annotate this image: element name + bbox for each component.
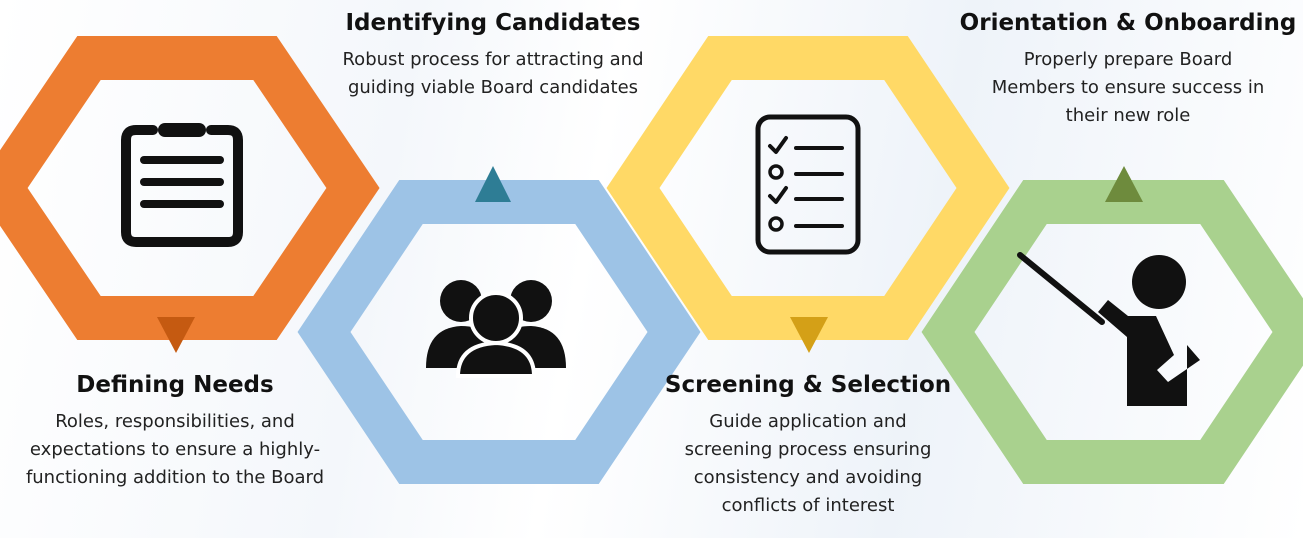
stage-description: Roles, responsibilities, and expectation…	[25, 411, 325, 488]
people-group-icon	[426, 280, 566, 378]
arrow-down-defining-needs	[157, 317, 195, 353]
stage-title: Defining Needs	[76, 372, 274, 398]
stage-description: Robust process for attracting and guidin…	[342, 49, 644, 98]
hexagon-identifying-candidates	[297, 180, 701, 484]
hexagon-screening-selection	[606, 36, 1010, 340]
stage-identifying-candidates: Identifying Candidates Robust process fo…	[318, 8, 668, 102]
stage-description: Guide application and screening process …	[684, 411, 932, 516]
stage-defining-needs: Defining Needs Roles, responsibilities, …	[10, 370, 340, 492]
clipboard-icon	[121, 123, 243, 247]
stage-orientation-onboarding: Orientation & Onboarding Properly prepar…	[958, 8, 1298, 130]
arrow-up-identifying-candidates	[475, 166, 511, 202]
stage-screening-selection: Screening & Selection Guide application …	[638, 370, 978, 520]
hexagon-defining-needs	[0, 36, 380, 340]
hexagon-orientation-onboarding	[921, 180, 1303, 484]
stage-title: Identifying Candidates	[345, 10, 641, 36]
stage-description: Properly prepare Board Members to ensure…	[991, 49, 1265, 126]
stage-title: Orientation & Onboarding	[959, 10, 1297, 36]
presenter-icon	[1017, 252, 1200, 406]
stage-title: Screening & Selection	[664, 372, 952, 398]
arrow-up-orientation-onboarding	[1105, 166, 1143, 202]
checklist-icon	[755, 114, 861, 255]
arrow-down-screening-selection	[790, 317, 828, 353]
